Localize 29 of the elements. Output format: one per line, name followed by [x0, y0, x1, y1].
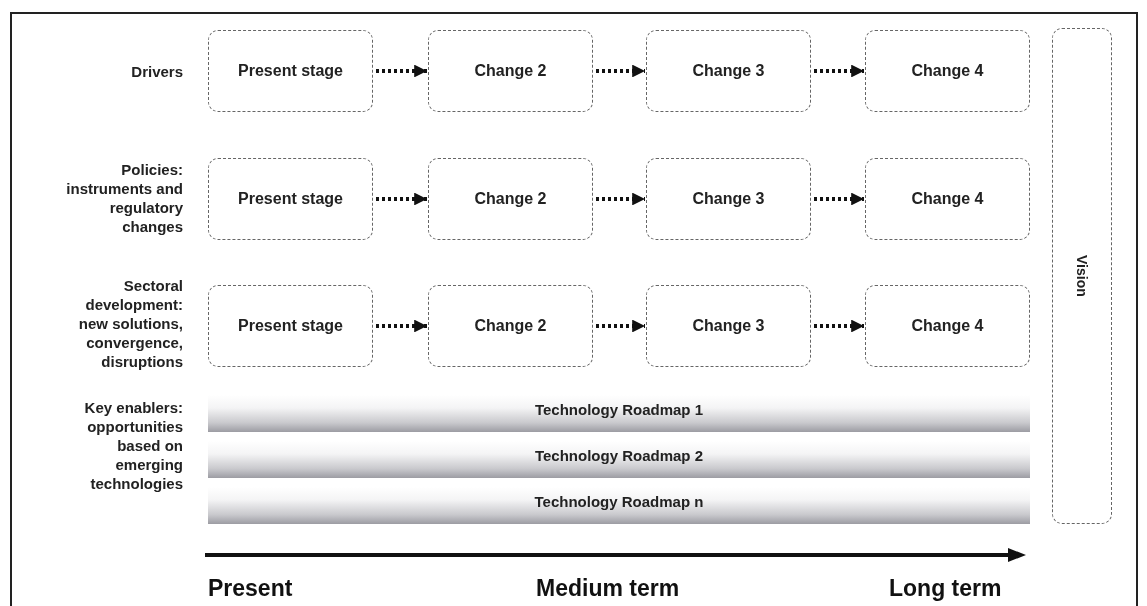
stage-box: Change 3	[646, 30, 811, 112]
dotted-arrow	[814, 319, 864, 333]
stage-box: Change 4	[865, 158, 1030, 240]
row-label: Key enablers: opportunities based on emerging technologies	[83, 398, 183, 493]
timeline-label: Long term	[889, 575, 1002, 602]
timeline-label: Present	[208, 575, 293, 602]
stage-box: Present stage	[208, 158, 373, 240]
stage-box: Present stage	[208, 285, 373, 367]
stage-box: Change 2	[428, 158, 593, 240]
dotted-arrow	[814, 64, 864, 78]
stage-box: Change 4	[865, 30, 1030, 112]
dotted-arrow	[596, 319, 645, 333]
stage-box: Present stage	[208, 30, 373, 112]
row-label: Policies: instruments and regulatory changes	[65, 160, 183, 236]
timeline-label: Medium term	[536, 575, 680, 602]
dotted-arrow	[596, 64, 645, 78]
stage-box: Change 3	[646, 158, 811, 240]
dotted-arrow	[596, 192, 645, 206]
row-label: Drivers	[130, 62, 183, 81]
row-label: Sectoral development: new solutions, convergence, disruptions	[77, 276, 183, 371]
stage-box: Change 2	[428, 30, 593, 112]
stage-box: Change 4	[865, 285, 1030, 367]
dotted-arrow	[376, 64, 427, 78]
stage-box: Change 2	[428, 285, 593, 367]
dotted-arrow	[376, 192, 427, 206]
dotted-arrow	[376, 319, 427, 333]
dotted-arrow	[814, 192, 864, 206]
stage-box: Change 3	[646, 285, 811, 367]
vision-box: Vision	[1052, 28, 1112, 524]
